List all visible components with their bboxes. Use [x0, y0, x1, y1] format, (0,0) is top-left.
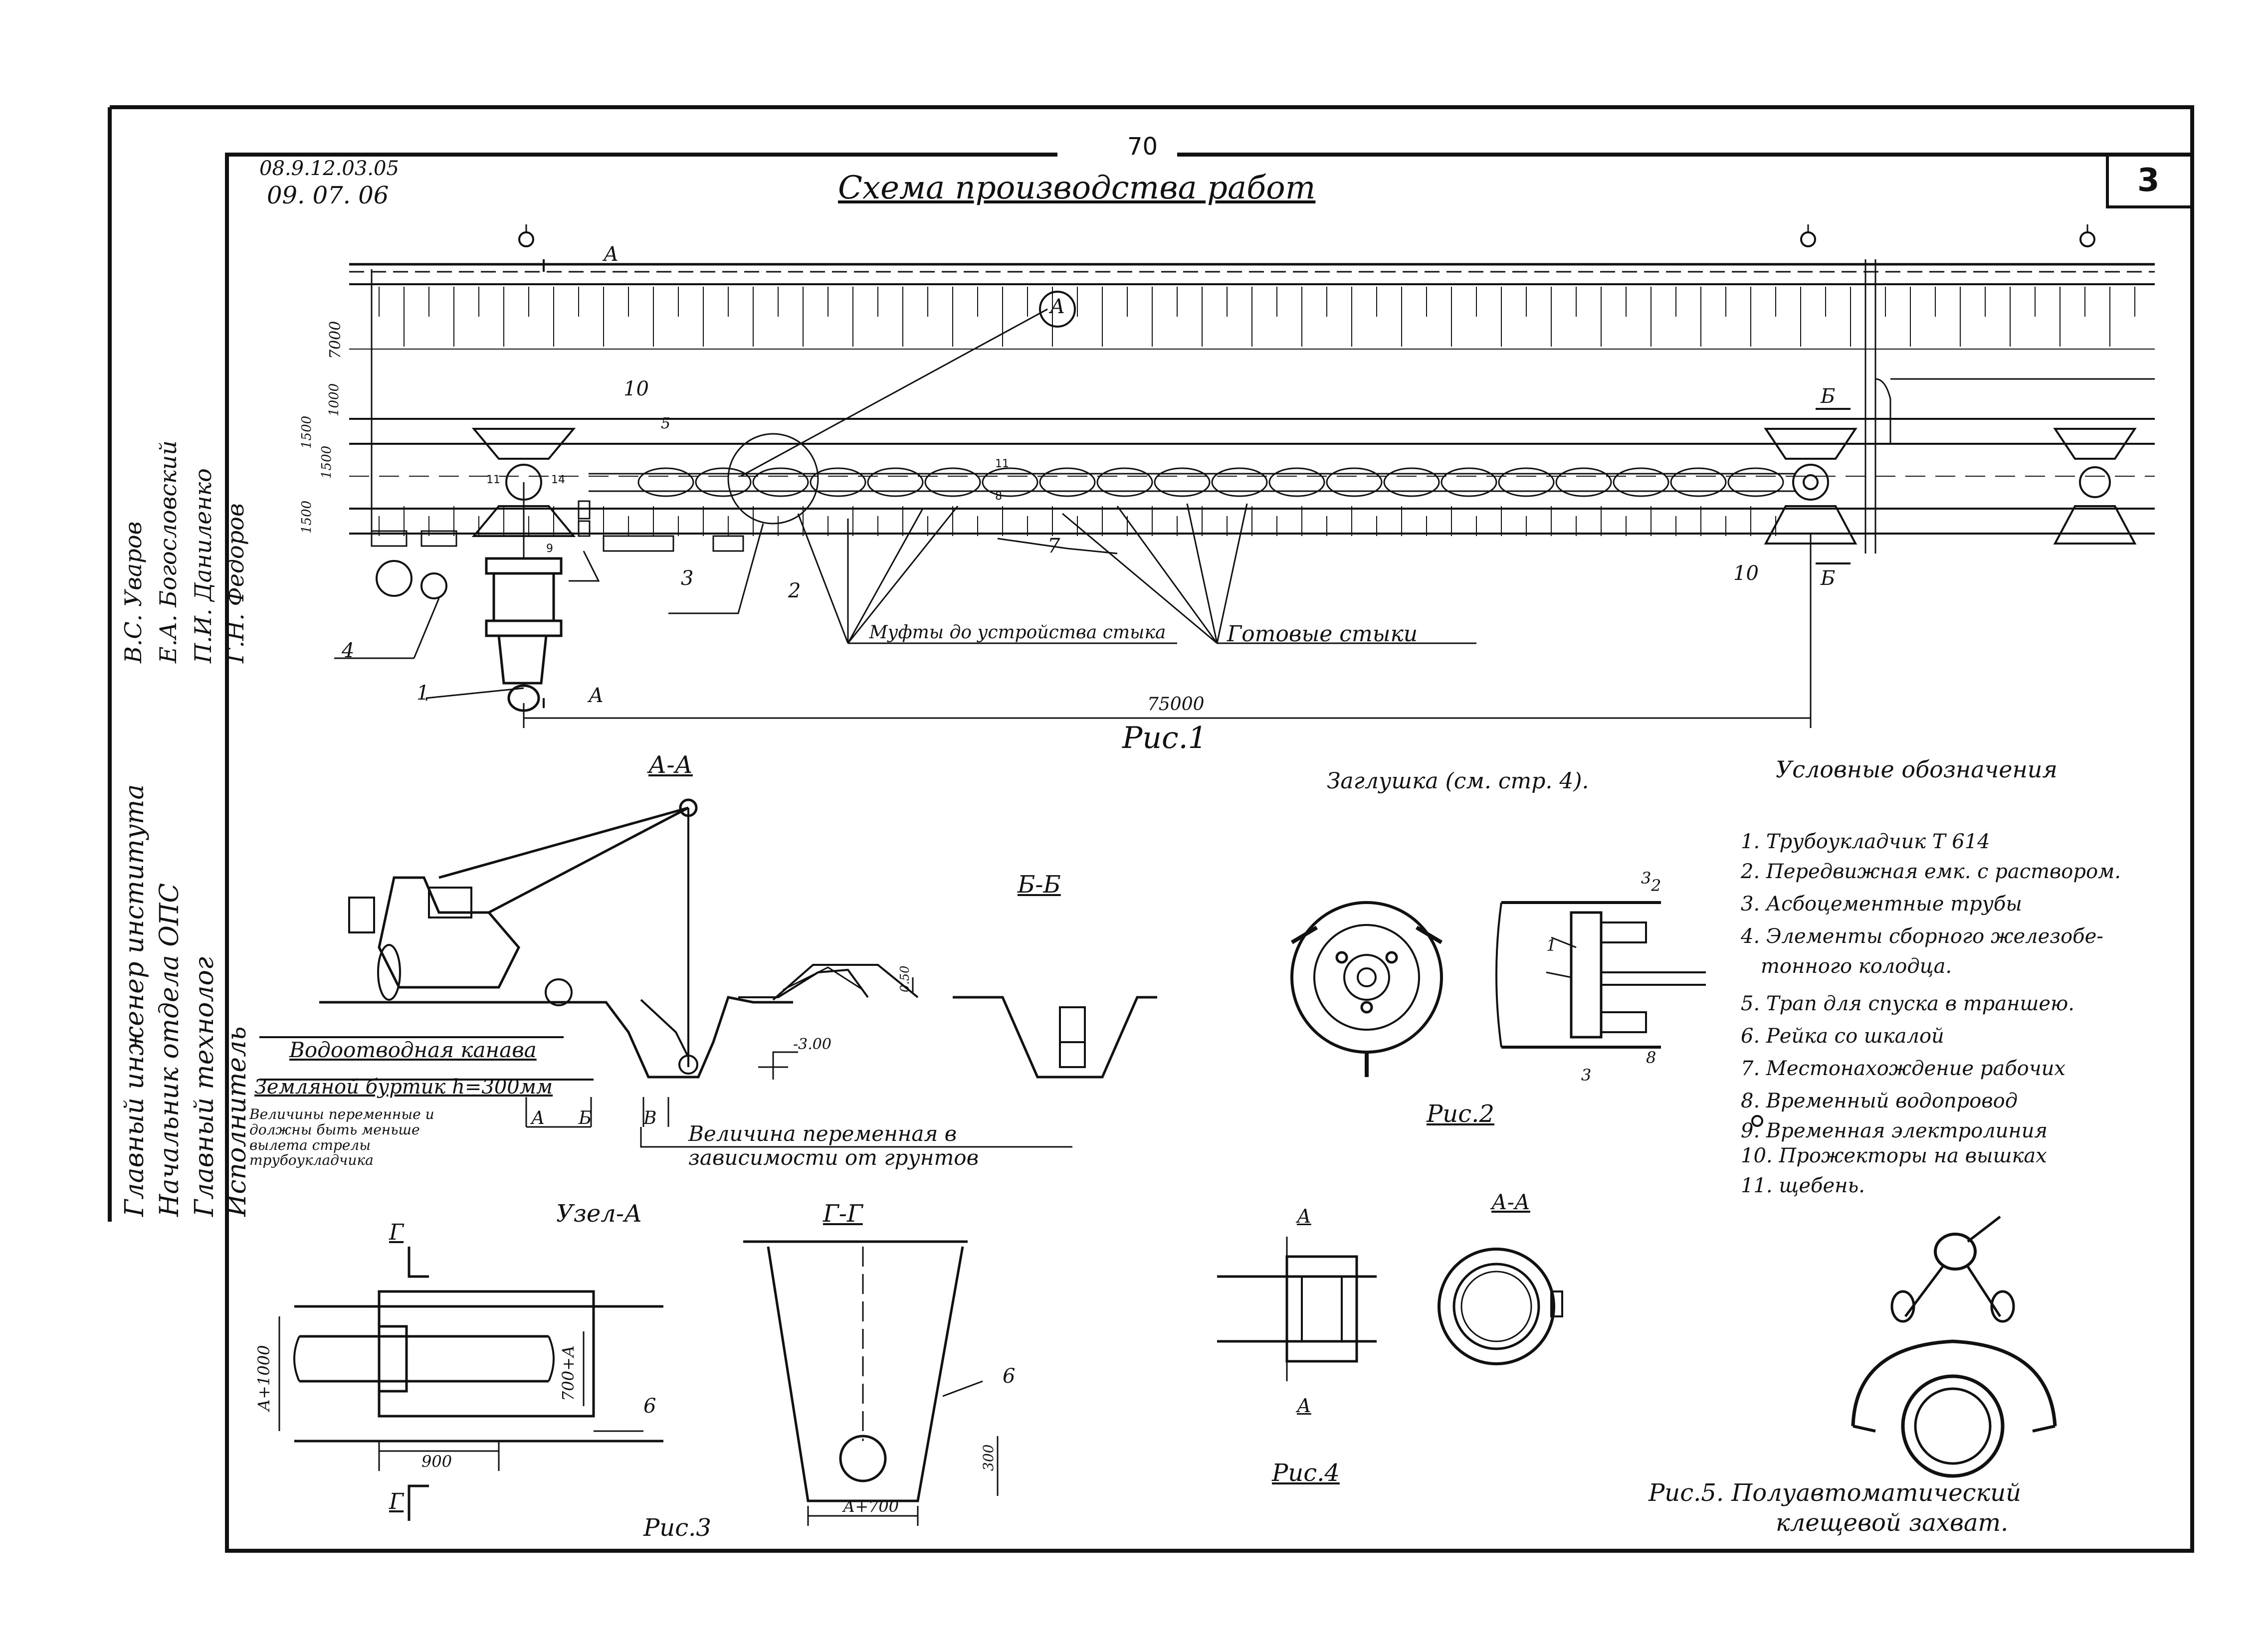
section-gg-dim-v: 300: [980, 1444, 997, 1471]
callout-2: 2: [788, 579, 801, 602]
signature-role-3: Главный технолог: [190, 956, 219, 1217]
fig4-caption: Рис.4: [1272, 1459, 1340, 1487]
plug-title: Заглушка (см. стр. 4).: [1327, 768, 1589, 794]
node-a-section-mark-bottom: Г: [389, 1489, 404, 1514]
legend-item-3: 3. Асбоцементные трубы: [1741, 893, 2022, 916]
legend-item-1: 1. Трубоукладчик Т 614: [1741, 830, 1990, 853]
drawing-title: Схема производства работ: [838, 170, 1316, 206]
page-number: 70: [1127, 133, 1158, 161]
callout-3: 3: [681, 567, 694, 590]
legend-item-5: 5. Трап для спуска в траншею.: [1741, 992, 2074, 1015]
section-aa-title: А-А: [648, 751, 693, 779]
dim-vertical-1500-c: 1500: [299, 500, 314, 534]
callout-11-well: 11: [486, 474, 500, 486]
plug-callout-1: 1: [1546, 936, 1557, 955]
legend-item-6: 6. Рейка со шкалой: [1741, 1025, 1944, 1048]
fig4-section-mark-top: А: [1297, 1205, 1311, 1227]
legend-item-9: 9. Временная электролиния: [1741, 1119, 2048, 1142]
signature-role-2: Начальник отдела ОПС: [155, 883, 185, 1217]
fig1-dimension-total: 75000: [1147, 694, 1205, 715]
dim-vertical-1000: 1000: [327, 383, 342, 416]
node-a-title: Узел-А: [556, 1200, 642, 1228]
callout-node-a: А: [1050, 295, 1065, 318]
signature-role-4: Исполнитель: [222, 1026, 252, 1217]
node-a-section-mark-top: Г: [389, 1220, 404, 1245]
legend-item-10: 10. Прожекторы на вышках: [1741, 1144, 2047, 1167]
section-bb-dim: 0.50: [898, 965, 912, 992]
legend-title: Условные обозначения: [1776, 756, 2058, 783]
section-gg-dim-bottom: А+700: [843, 1497, 899, 1516]
fig4-section-title: А-А: [1491, 1190, 1530, 1214]
callout-9: 9: [546, 543, 553, 555]
callout-11-top: 11: [995, 458, 1009, 470]
depth-mark: -3.00: [793, 1036, 831, 1053]
plug-callout-3-bottom: 3: [1581, 1066, 1592, 1085]
node-a-callout-6: 6: [643, 1395, 656, 1418]
callout-7: 7: [1047, 535, 1060, 557]
dim-a: А: [531, 1108, 545, 1128]
label-couplings: Муфты до устройства стыка: [869, 622, 1166, 643]
plug-callout-8: 8: [1646, 1048, 1656, 1067]
dim-b: Б: [579, 1108, 592, 1128]
signature-name-1: В.С. Уваров: [120, 521, 147, 663]
fig5-caption-line2: клещевой захват.: [1776, 1509, 2009, 1537]
legend-item-4-cont: тонного колодца.: [1761, 955, 1952, 978]
node-a-dim-v1: А+1000: [254, 1345, 273, 1411]
note-variable-values: Величины переменные и должны быть меньше…: [249, 1106, 434, 1169]
legend-item-7: 7. Местонахождение рабочих: [1741, 1057, 2065, 1080]
note-variable-ground: Величина переменная в зависимости от гру…: [688, 1121, 979, 1170]
plug-callout-3-top: 3: [1641, 869, 1651, 888]
callout-10-left: 10: [623, 377, 649, 400]
label-earth-berm: Земляной буртик h=300мм: [254, 1076, 553, 1099]
callout-10-right: 10: [1733, 562, 1759, 585]
signature-name-2: Е.А. Богословский: [155, 440, 182, 663]
section-gg-title: Г-Г: [823, 1200, 863, 1228]
dim-vertical-1500-b: 1500: [319, 445, 334, 479]
node-a-dim-h: 900: [421, 1452, 452, 1471]
document-date: 09. 07. 06: [267, 182, 389, 209]
plug-callout-2: 2: [1651, 876, 1661, 895]
callout-14: 14: [551, 474, 565, 486]
fig4-section-mark-bottom: А: [1297, 1395, 1311, 1417]
section-mark-b-bottom: Б: [1821, 567, 1836, 590]
fig1-caption: Рис.1: [1122, 721, 1207, 755]
section-mark-a-top: А: [604, 243, 619, 266]
section-bb-title: Б-Б: [1018, 871, 1061, 899]
fig5-caption-line1: Рис.5. Полуавтоматический: [1649, 1479, 2022, 1507]
section-mark-b-top: Б: [1821, 385, 1836, 408]
label-drain-ditch: Водоотводная канава: [289, 1038, 537, 1062]
legend-item-8: 8. Временный водопровод: [1741, 1090, 2018, 1112]
signature-role-1: Главный инженер института: [120, 784, 150, 1217]
callout-4: 4: [342, 639, 355, 662]
section-mark-a-bottom: А: [589, 684, 604, 707]
callout-5: 5: [661, 415, 671, 432]
callout-8: 8: [995, 490, 1002, 503]
sheet-number: 3: [2137, 162, 2160, 199]
plug-caption: Рис.2: [1427, 1100, 1494, 1128]
signature-name-4: Г.Н. Федоров: [222, 503, 249, 663]
dim-v: В: [643, 1108, 657, 1128]
section-gg-callout-6: 6: [1003, 1365, 1016, 1388]
legend-item-2: 2. Передвижная емк. с раствором.: [1741, 860, 2121, 883]
legend-item-11: 11. щебень.: [1741, 1174, 1865, 1197]
callout-1: 1: [416, 682, 429, 705]
node-a-dim-v2: 700+А: [559, 1345, 578, 1401]
legend-item-4: 4. Элементы сборного железобе-: [1741, 925, 2103, 948]
dim-vertical-7000: 7000: [327, 321, 344, 359]
document-code: 08.9.12.03.05: [259, 157, 399, 180]
signature-name-3: П.И. Даниленко: [190, 468, 216, 663]
dim-vertical-1500-a: 1500: [299, 415, 314, 449]
label-ready-joints: Готовые стыки: [1227, 621, 1418, 647]
fig3-caption: Рис.3: [643, 1514, 711, 1542]
